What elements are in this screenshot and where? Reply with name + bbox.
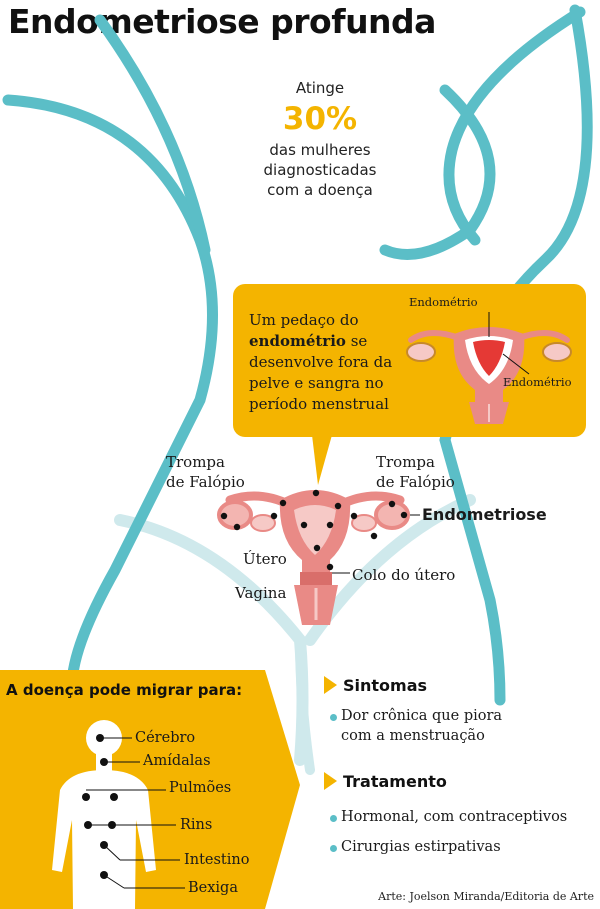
- label-tube-right-1: Trompa: [376, 453, 435, 471]
- label-vagina: Vagina: [235, 584, 287, 602]
- stat-prefix: Atinge: [295, 79, 345, 97]
- organ-label: Amídalas: [143, 753, 211, 769]
- bullet-icon: [330, 815, 337, 822]
- callout-text-before: Um pedaço do: [249, 311, 359, 329]
- symptom-item-line-2: com a menstruação: [341, 728, 485, 744]
- treatment-arrow-icon: [324, 772, 337, 790]
- organ-label: Cérebro: [135, 730, 196, 746]
- callout-text-after: se desenvolve fora da pelve e sangra no …: [249, 332, 393, 413]
- body-contour-left: [2, 94, 218, 696]
- credit-line: Arte: Joelson Miranda/Editoria de Arte: [378, 890, 594, 903]
- organ-label: Pulmões: [169, 780, 232, 796]
- bullet-icon: [330, 714, 337, 721]
- label-uterus: Útero: [243, 550, 287, 568]
- label-tube-left-2: de Falópio: [166, 473, 245, 491]
- callout-box: Um pedaço do endométrio se desenvolve fo…: [233, 284, 586, 437]
- light-branch-mid: [295, 635, 315, 775]
- stat-percent: 30%: [282, 101, 358, 137]
- treatment-item: Cirurgias estirpativas: [341, 839, 501, 855]
- migration-title: A doença pode migrar para:: [6, 681, 243, 699]
- symptom-item-line-1: Dor crônica que piora: [341, 708, 503, 724]
- callout-uterus-icon: [406, 312, 572, 424]
- body-contour-right-breast: [379, 84, 496, 260]
- symptoms-arrow-icon: [324, 676, 337, 694]
- statistic-block: Atinge 30% das mulheres diagnosticadas c…: [220, 78, 420, 200]
- organ-label: Rins: [180, 817, 213, 833]
- stat-line-2: diagnosticadas: [263, 161, 377, 179]
- callout-pointer: [312, 435, 332, 485]
- body-contour-right-upper: [443, 6, 586, 246]
- callout-label-top: Endométrio: [409, 295, 478, 309]
- symptoms-heading: Sintomas: [343, 676, 428, 695]
- label-cervix: Colo do útero: [352, 566, 456, 584]
- bullet-icon: [330, 845, 337, 852]
- stat-line-1: das mulheres: [269, 141, 371, 159]
- uterus-illustration: [217, 489, 410, 625]
- label-tube-right-2: de Falópio: [376, 473, 455, 491]
- page-title: Endometriose profunda: [8, 2, 436, 41]
- label-tube-left-1: Trompa: [166, 453, 225, 471]
- callout-text: Um pedaço do endométrio se desenvolve fo…: [249, 310, 409, 415]
- callout-label-right: Endométrio: [503, 375, 572, 389]
- organ-label: Intestino: [184, 852, 250, 868]
- label-endometriosis: Endometriose: [422, 505, 547, 524]
- organ-dots: [82, 734, 118, 879]
- callout-text-bold: endométrio: [249, 332, 346, 350]
- human-silhouette-icon: [52, 720, 156, 909]
- stat-line-3: com a doença: [267, 181, 373, 199]
- organ-label: Bexiga: [188, 880, 238, 896]
- treatment-heading: Tratamento: [343, 772, 447, 791]
- treatment-item: Hormonal, com contraceptivos: [341, 809, 568, 825]
- body-contour-left-upper: [94, 14, 211, 256]
